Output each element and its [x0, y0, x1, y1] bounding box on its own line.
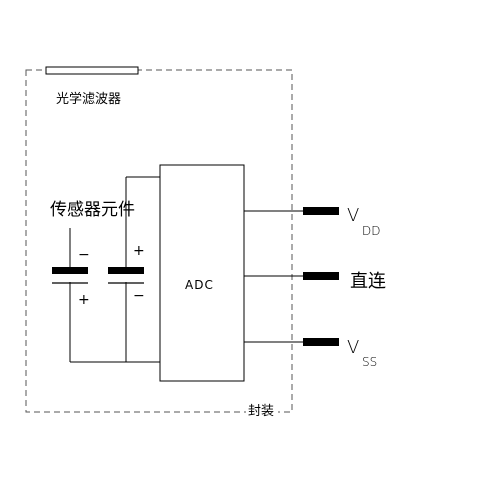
cap2-top-sign: +	[133, 243, 145, 259]
cap2-bottom-sign: −	[133, 288, 145, 304]
sensor-capacitor-2	[108, 267, 144, 284]
package-label-bg	[246, 400, 278, 420]
package-label: 封装	[248, 404, 274, 419]
pin-vss-label: VSS	[347, 337, 377, 369]
adc-label: ADC	[185, 278, 214, 292]
sensor-element-label: 传感器元件	[50, 200, 135, 220]
pin-direct-pad	[303, 272, 339, 280]
sensor-capacitor-1	[52, 267, 88, 284]
optical-filter	[45, 66, 139, 75]
pin-direct-label: 直连	[350, 271, 386, 292]
pin-vdd-label: VDD	[347, 205, 380, 238]
cap1-top-sign: −	[78, 247, 90, 263]
pin-leads	[244, 210, 303, 343]
cap1-bottom-sign: +	[78, 292, 90, 308]
pin-vss-pad	[303, 338, 339, 346]
pin-vdd-pad	[303, 207, 339, 215]
adc-block	[159, 164, 245, 382]
sensor-wiring	[69, 176, 160, 363]
pin-vdd-sub: DD	[362, 224, 380, 238]
pin-vss-sub: SS	[362, 355, 377, 369]
optical-filter-label: 光学滤波器	[56, 91, 121, 107]
package-outline	[25, 69, 293, 413]
